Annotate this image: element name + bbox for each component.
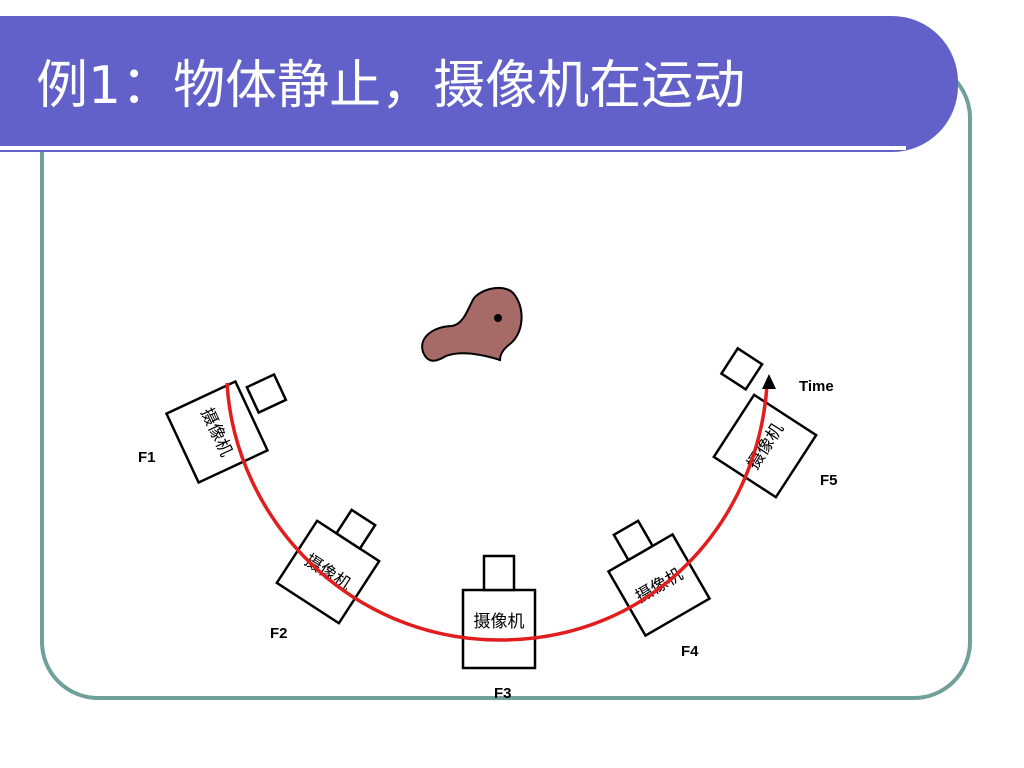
frame-label-f3: F3 [494, 685, 512, 702]
camera-body [461, 588, 537, 670]
camera-lens [719, 346, 764, 392]
camera-lens [334, 508, 377, 551]
frame-label-f5: F5 [820, 472, 838, 489]
object-center-dot [494, 314, 502, 322]
time-arrow-icon [762, 374, 776, 389]
camera-trajectory [225, 382, 769, 642]
slide-title: 例1：物体静止，摄像机在运动 [36, 56, 746, 116]
title-underline [0, 146, 906, 150]
camera-f3: 摄像机 [461, 554, 537, 670]
camera-label: 摄像机 [474, 612, 525, 632]
camera-lens [482, 554, 516, 592]
camera-lens [612, 519, 655, 562]
time-label: Time [799, 378, 834, 395]
object-blob [421, 286, 523, 362]
camera-f5: 摄像机 [712, 346, 818, 499]
frame-label-f2: F2 [270, 625, 288, 642]
frame-label-f4: F4 [681, 643, 699, 660]
title-band: 例1：物体静止，摄像机在运动 [0, 16, 958, 152]
frame-label-f1: F1 [138, 449, 156, 466]
camera-lens [245, 372, 288, 415]
camera-f2: 摄像机 [275, 508, 381, 625]
